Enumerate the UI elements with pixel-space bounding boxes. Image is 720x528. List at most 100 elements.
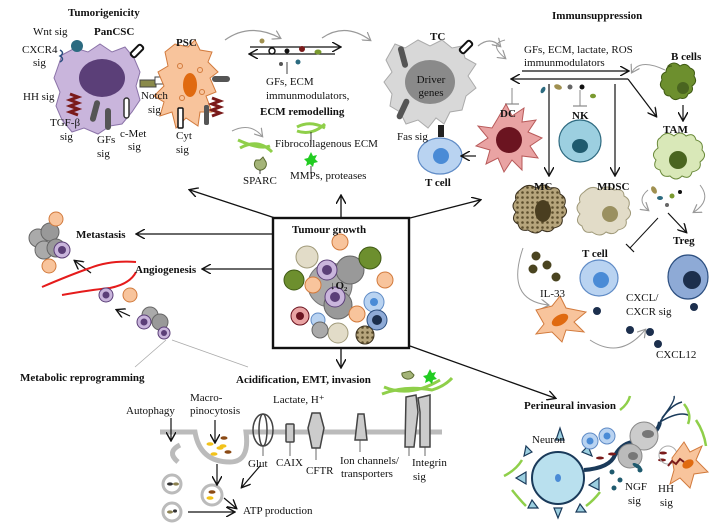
ngf-label: NGF [625, 481, 648, 493]
mc-cell [512, 184, 568, 234]
crosstalk-line2: immunmodulators, [266, 90, 350, 102]
treg-label: Treg [673, 235, 695, 247]
cxcl12-label: CXCL12 [656, 349, 697, 361]
macro-label: Macro- [190, 392, 223, 404]
crosstalk-line1: GFs, ECM [266, 76, 314, 88]
ngf-sig-label: sig [628, 495, 641, 507]
treg-cell [667, 254, 709, 311]
mc-label: MC [534, 181, 553, 193]
cxcr4-sig-label: sig [33, 57, 46, 69]
glut-label: Glut [248, 458, 268, 470]
metabolic-reprogramming-title: Metabolic reprogramming [20, 372, 145, 384]
transporters-label: transporters [341, 468, 393, 480]
o2-label: ↓O₂ [330, 280, 348, 292]
bcells-label: B cells [671, 51, 702, 63]
ion-channel-icon [354, 413, 368, 452]
driver-genes-nucleus [405, 60, 455, 104]
gfs-sig-label: sig [97, 148, 110, 160]
tcell-fas [417, 137, 463, 175]
driver-label: Driver [416, 74, 446, 86]
il33-label: IL-33 [540, 288, 566, 300]
mmp-icon [304, 152, 318, 167]
mmp-icon [423, 369, 437, 384]
metabolic-arrows [171, 418, 261, 512]
acidification-title: Acidification, EMT, invasion [236, 374, 371, 386]
dc-label: DC [500, 108, 516, 120]
metastasis-label: Metastasis [76, 229, 126, 241]
caix-label: CAIX [276, 457, 303, 469]
pancsc-receptor-icon [129, 43, 145, 59]
integrin-label: Integrin [412, 457, 447, 469]
perineural-invasion-title: Perineural invasion [524, 400, 616, 412]
crosstalk-arrows [224, 29, 370, 74]
nk-label: NK [572, 110, 589, 122]
b-cell [659, 62, 697, 120]
tam-cell [625, 132, 706, 253]
metastasis-cluster [28, 211, 92, 274]
wnt-sig-label: Wnt sig [33, 26, 68, 38]
tumour-growth-box [271, 216, 411, 350]
notch-label: Notch [141, 90, 168, 102]
blood-vessels [41, 260, 137, 296]
pancsc-receptors [58, 40, 145, 130]
immuno-line1: GFs, ECM, lactate, ROS [524, 44, 633, 56]
hh-perineural-sig-label: sig [660, 497, 673, 509]
integrin-icon [404, 394, 431, 456]
neuron [514, 395, 691, 520]
mdsc-cell [576, 186, 632, 236]
cftr-icon [307, 412, 325, 460]
ecm-remodelling-icons [231, 122, 327, 174]
fibrocollagenous-label: Fibrocollagenous ECM [275, 138, 378, 150]
genes-label: genes [418, 87, 444, 99]
mdsc-label: MDSC [597, 181, 630, 193]
gfs-label: GFs [97, 134, 116, 146]
cmet-sig-label: sig [128, 141, 141, 153]
cxcr4-label: CXCR4 [22, 44, 58, 56]
lactate-label: Lactate, H⁺ [273, 394, 325, 406]
ecm-fiber-icon [381, 376, 454, 396]
invading-cells [98, 287, 249, 368]
il33-dots [517, 247, 561, 305]
integrin-sig-label: sig [413, 471, 426, 483]
tc-cell [383, 40, 500, 137]
tgfb-sig-label: sig [60, 131, 73, 143]
tumour-growth-title: Tumour growth [292, 224, 367, 236]
caix-icon [285, 423, 295, 456]
glut-transporter-icon [252, 413, 274, 456]
immunsuppression-title: Immunsuppression [552, 10, 643, 22]
pancsc-label: PanCSC [94, 26, 135, 38]
psc-cell [153, 39, 230, 129]
vesicles [161, 436, 232, 523]
cyt-receptor-icon [177, 107, 184, 129]
tcell-label: T cell [425, 177, 451, 189]
cxcr4-receptor-icon [58, 49, 64, 63]
tcell-suppressed [579, 259, 619, 315]
wnt-receptor-icon [71, 40, 83, 52]
tgfb-label: TGF-β [50, 117, 81, 129]
dc-cell [462, 102, 544, 174]
cftr-label: CFTR [306, 465, 334, 477]
tumorigenicity-title: Tumorigenicity [68, 7, 140, 19]
immuno-line2: immunmodulators [524, 57, 605, 69]
gfs-receptor-icon [105, 108, 111, 130]
caf-cell [534, 295, 662, 349]
psc-receptor-icon [212, 76, 230, 82]
psc-nucleus [183, 73, 197, 97]
cmet-receptor-icon [123, 97, 130, 119]
psc-label: PSC [176, 37, 197, 49]
cmet-label: c-Met [120, 128, 147, 140]
tc-label: TC [430, 31, 446, 43]
ion-channels-label: Ion channels/ [340, 455, 399, 467]
cyt-sig-label: sig [176, 144, 189, 156]
immunsuppression-arrows [496, 39, 666, 175]
nk-cell [558, 119, 602, 163]
mmps-label: MMPs, proteases [290, 170, 367, 182]
pinocytosis-label: pinocytosis [190, 405, 241, 417]
tam-label: TAM [663, 124, 688, 136]
cell-membrane [160, 429, 442, 465]
cxcl-label: CXCL/ [626, 292, 659, 304]
atp-production-label: ATP production [243, 505, 313, 517]
sparc-icon [253, 156, 267, 171]
